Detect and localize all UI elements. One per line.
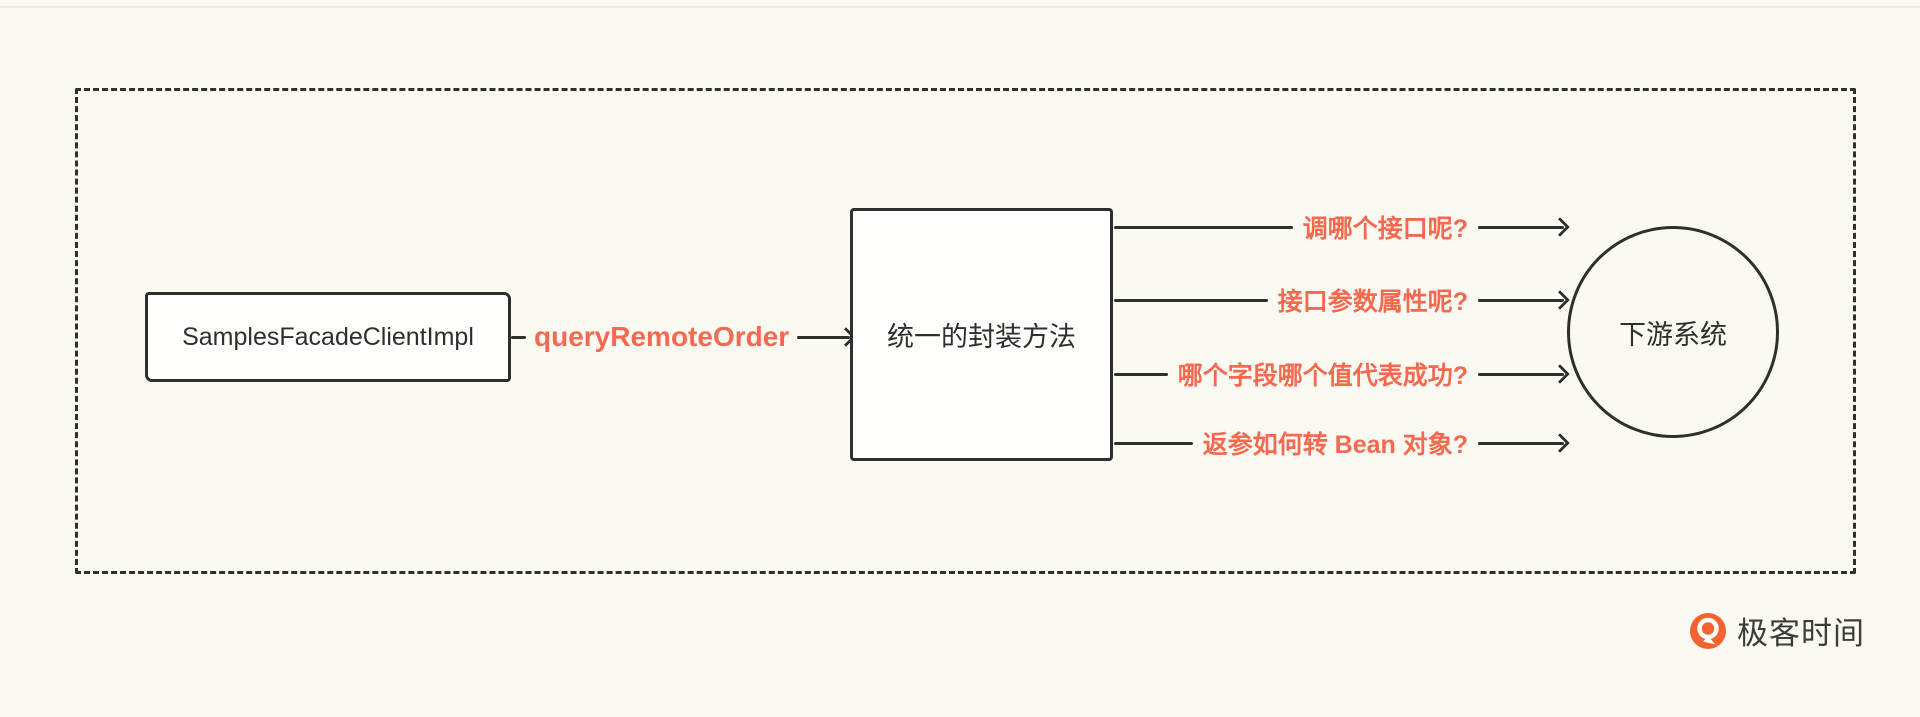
call-method-label: queryRemoteOrder <box>534 321 790 352</box>
call-flow: queryRemoteOrder <box>511 314 850 360</box>
top-divider <box>0 6 1920 8</box>
question-label: 返参如何转 Bean 对象? <box>1202 431 1468 459</box>
downstream-system-circle: 下游系统 <box>1567 226 1779 438</box>
question-row-3: 哪个字段哪个值代表成功? <box>1114 356 1564 392</box>
arrow-right-icon <box>1478 441 1564 445</box>
client-impl-label: SamplesFacadeClientImpl <box>182 322 474 351</box>
downstream-system-label: 下游系统 <box>1619 319 1727 350</box>
connector-line <box>1114 441 1193 445</box>
client-impl-box: SamplesFacadeClientImpl <box>145 292 511 382</box>
question-label: 调哪个接口呢? <box>1302 215 1468 243</box>
geektime-logo-icon <box>1690 612 1726 649</box>
question-label: 接口参数属性呢? <box>1277 288 1468 316</box>
wrapper-method-box: 统一的封装方法 <box>850 208 1113 461</box>
dashed-boundary <box>75 88 1856 574</box>
question-row-4: 返参如何转 Bean 对象? <box>1114 425 1564 461</box>
geektime-logo-text: 极客时间 <box>1737 616 1865 651</box>
wrapper-method-label: 统一的封装方法 <box>887 322 1076 352</box>
arrow-right-icon <box>797 335 850 339</box>
arrow-right-icon <box>1478 225 1564 229</box>
geektime-logo: 极客时间 <box>1688 608 1865 653</box>
connector-line <box>1114 372 1168 376</box>
connector-line <box>511 335 526 339</box>
question-row-2: 接口参数属性呢? <box>1114 282 1564 318</box>
question-label: 哪个字段哪个值代表成功? <box>1177 362 1468 390</box>
arrow-right-icon <box>1478 298 1564 302</box>
connector-line <box>1114 225 1293 229</box>
arrow-right-icon <box>1478 372 1564 376</box>
question-row-1: 调哪个接口呢? <box>1114 209 1564 245</box>
connector-line <box>1114 298 1268 302</box>
